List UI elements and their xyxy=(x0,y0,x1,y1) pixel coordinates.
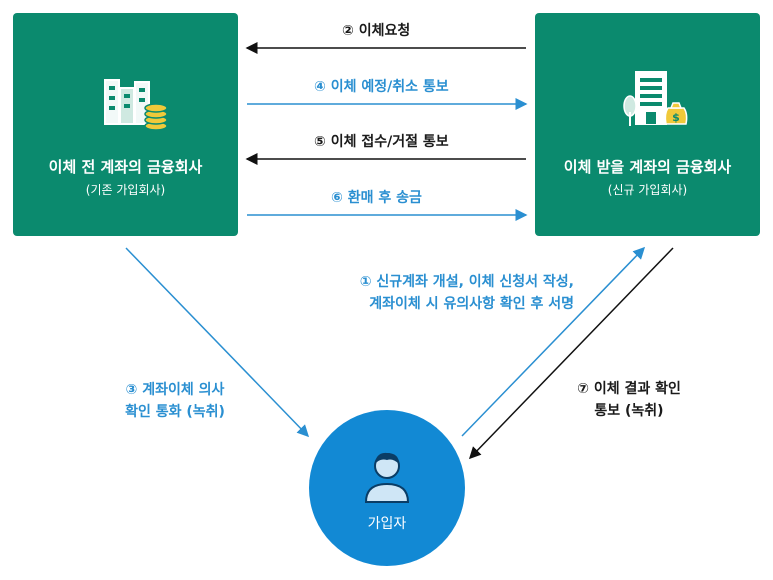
arrow-5-label: ⑤ 이체 접수/거절 통보 xyxy=(314,134,449,150)
arrow-3-label-line1: ③ 계좌이체 의사 xyxy=(125,382,225,398)
source-institution-sub: (기존 가입회사) xyxy=(85,183,166,197)
target-institution-name: 이체 받을 계좌의 금융회사 xyxy=(563,158,732,176)
arrow-7-label-line1: ⑦ 이체 결과 확인 xyxy=(577,381,681,397)
arrow-3-label-line2: 확인 통화 (녹취) xyxy=(125,404,225,420)
arrow-1-label-line2: 계좌이체 시 유의사항 확인 후 서명 xyxy=(369,296,574,312)
buildings-coins-icon xyxy=(104,79,168,131)
bank-building-moneybag-icon: $ xyxy=(623,71,688,126)
source-institution-box: 이체 전 계좌의 금융회사 (기존 가입회사) xyxy=(13,13,238,236)
svg-text:$: $ xyxy=(672,111,680,124)
arrow-1-label-line1: ① 신규계좌 개설, 이체 신청서 작성, xyxy=(359,274,574,290)
arrow-4-label: ④ 이체 예정/취소 통보 xyxy=(314,79,449,95)
target-institution-box: $ 이체 받을 계좌의 금융회사 (신규 가입회사) xyxy=(535,13,760,236)
subscriber-circle: 가입자 xyxy=(309,410,465,566)
source-institution-name: 이체 전 계좌의 금융회사 xyxy=(48,158,203,176)
target-institution-sub: (신규 가입회사) xyxy=(607,183,688,197)
arrow-2-label: ② 이체요청 xyxy=(342,23,411,39)
arrow-7-label-line2: 통보 (녹취) xyxy=(594,403,664,419)
person-icon xyxy=(364,452,410,503)
arrow-7-line xyxy=(468,247,674,460)
arrow-1-line xyxy=(461,246,646,437)
arrow-3-line xyxy=(125,247,310,438)
arrow-6-label: ⑥ 환매 후 송금 xyxy=(331,190,422,206)
subscriber-name: 가입자 xyxy=(367,516,407,532)
